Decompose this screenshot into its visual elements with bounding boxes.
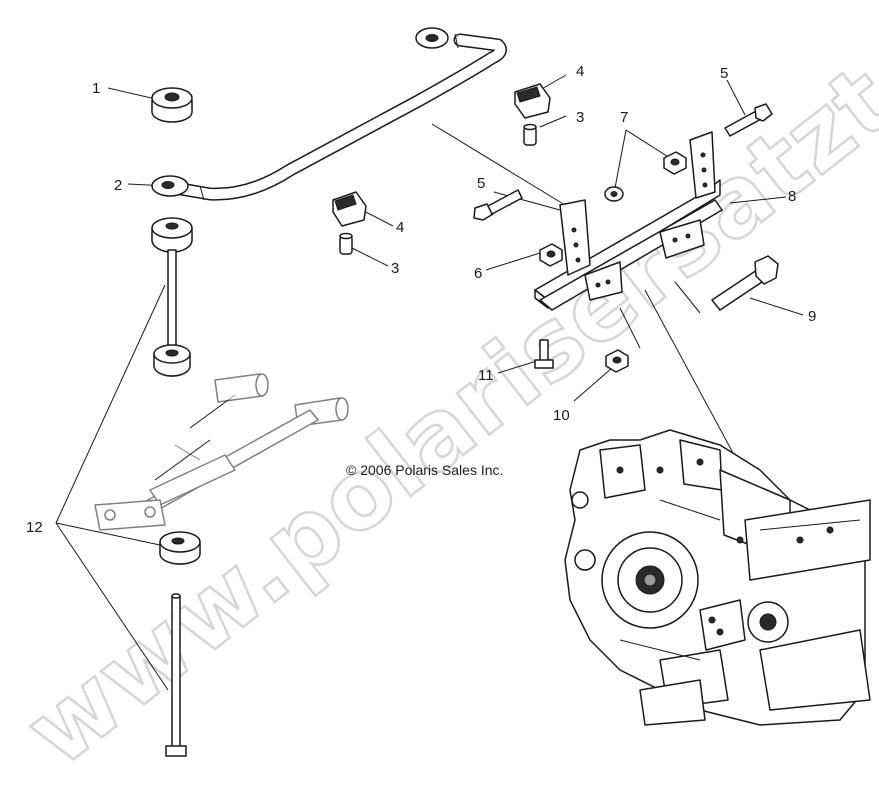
part-4-clamp-lower (332, 191, 367, 227)
callout-6: 6 (474, 265, 482, 282)
part-12-link-rod (151, 217, 201, 757)
part-3-sleeve-lower (339, 232, 353, 255)
callout-12: 12 (26, 519, 43, 536)
trailing-arm (94, 373, 349, 531)
callout-3-upper: 3 (576, 109, 584, 126)
callout-5-right: 5 (720, 65, 728, 82)
callout-2: 2 (114, 177, 122, 194)
callout-3-lower: 3 (391, 260, 399, 277)
callout-1: 1 (92, 80, 100, 97)
callout-labels: 1 2 3 3 4 4 5 5 6 7 8 9 10 11 12 (26, 63, 816, 536)
callout-8: 8 (788, 188, 796, 205)
callout-11: 11 (478, 367, 494, 384)
part-6-nut (539, 243, 563, 267)
part-10-nut (605, 349, 629, 373)
part-7-washer (604, 186, 624, 202)
part-5-bolt-left (473, 189, 523, 221)
callout-10: 10 (553, 407, 570, 424)
copyright-notice: © 2006 Polaris Sales Inc. (346, 462, 503, 478)
part-3-sleeve-upper (523, 123, 537, 146)
part-11-bolt (534, 339, 554, 369)
part-5-bolt-right (724, 103, 773, 137)
part-8-crossmember (534, 131, 723, 311)
part-4-clamp-upper (514, 83, 551, 119)
callout-5-left: 5 (477, 175, 485, 192)
part-2-stabilizer-bar (151, 27, 507, 201)
callout-7: 7 (620, 109, 628, 126)
callout-9: 9 (808, 308, 816, 325)
callout-4-lower: 4 (396, 219, 404, 236)
part-7-nut (663, 151, 687, 175)
part-9-bolt (711, 255, 779, 311)
part-1-bushing (151, 87, 193, 123)
engine-housing (564, 429, 871, 726)
callout-4-upper: 4 (576, 63, 584, 80)
